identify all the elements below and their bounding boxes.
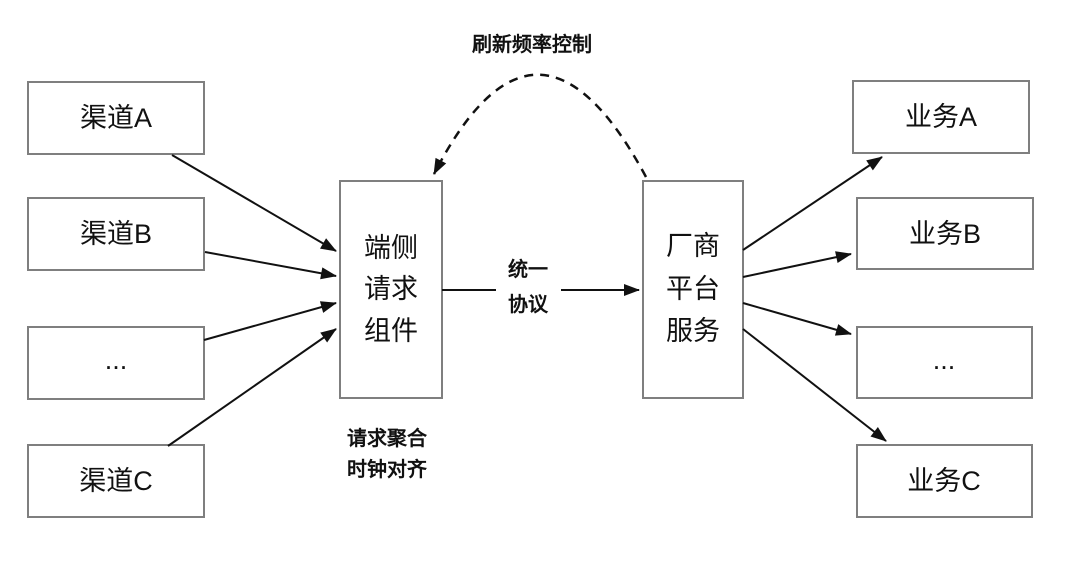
channel-a-box — [27, 81, 205, 155]
service-b-label: 业务B — [909, 219, 981, 249]
arrow-channel-a-to-client — [171, 154, 337, 252]
arrow-vendor-to-service-ellipsis — [742, 302, 852, 336]
arrow-channel-c-to-client — [167, 328, 337, 447]
channel-b-box — [27, 197, 205, 271]
service-c-box — [856, 444, 1033, 518]
service-b-box — [856, 197, 1034, 270]
channel-ellipsis-box — [27, 326, 205, 400]
service-ellipsis-box — [856, 326, 1033, 399]
arrow-vendor-to-service-c — [742, 328, 887, 442]
client-request-component-box — [339, 180, 443, 399]
channel-ellipsis-label: ... — [105, 345, 128, 375]
arrow-channel-ellipsis-to-client — [203, 301, 337, 341]
channel-b-label: 渠道B — [80, 219, 152, 249]
refresh-control-label: 刷新频率控制 — [472, 32, 592, 56]
client-request-component-line-3: 组件 — [364, 316, 418, 346]
client-request-component-line-1: 端侧 — [364, 233, 418, 263]
client-request-component-line-2: 请求 — [364, 274, 418, 304]
refresh-control-dashed-arc — [432, 73, 648, 178]
service-ellipsis-label: ... — [933, 345, 956, 375]
client-note-line-2: 时钟对齐 — [347, 457, 428, 481]
unified-protocol-label-line-2: 协议 — [508, 292, 549, 316]
service-a-box — [852, 80, 1030, 154]
arrow-channel-b-to-client — [204, 251, 337, 280]
vendor-platform-service-box — [642, 180, 744, 399]
client-note-line-1: 请求聚合 — [347, 426, 428, 450]
channel-a-label: 渠道A — [80, 103, 152, 133]
channel-c-label: 渠道C — [79, 466, 153, 496]
vendor-platform-service-line-2: 平台 — [666, 274, 720, 304]
unified-protocol-label-line-1: 统一 — [508, 257, 548, 281]
arrow-vendor-to-service-a — [742, 156, 883, 251]
service-a-label: 业务A — [905, 102, 977, 132]
vendor-platform-service-line-3: 服务 — [666, 316, 720, 346]
service-c-label: 业务C — [907, 466, 981, 496]
arrow-vendor-to-service-b — [742, 251, 852, 278]
vendor-platform-service-line-1: 厂商 — [666, 231, 720, 261]
channel-c-box — [27, 444, 205, 518]
